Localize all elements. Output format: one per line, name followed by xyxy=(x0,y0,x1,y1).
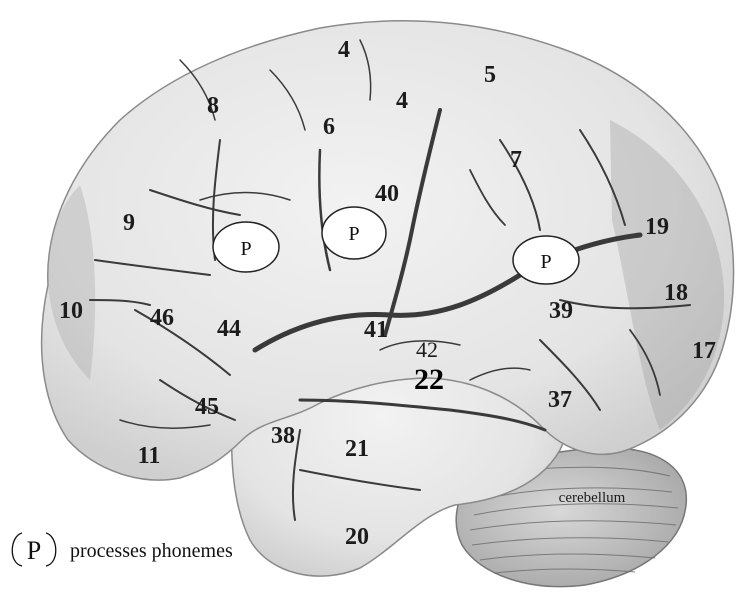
area-label: 11 xyxy=(138,443,161,469)
area-label: 19 xyxy=(645,214,669,240)
area-label: 7 xyxy=(510,147,522,173)
area-label: 8 xyxy=(207,93,219,119)
legend: P processes phonemes xyxy=(12,533,233,566)
phoneme-marker-letter: P xyxy=(348,223,359,245)
cerebellum-label: cerebellum xyxy=(559,490,626,506)
phoneme-marker-letter: P xyxy=(240,238,251,260)
area-label: 5 xyxy=(484,62,496,88)
area-label: 45 xyxy=(195,394,219,420)
area-label: 46 xyxy=(150,305,174,331)
area-label: 10 xyxy=(59,298,83,324)
phoneme-marker-letter: P xyxy=(540,251,551,273)
area-label: 4 xyxy=(338,37,350,63)
legend-symbol-letter: P xyxy=(27,536,41,565)
area-label: 9 xyxy=(123,210,135,236)
legend-symbol: P xyxy=(12,533,56,566)
area-label: 44 xyxy=(217,316,241,342)
phoneme-marker: P xyxy=(513,236,579,284)
area-label: 39 xyxy=(549,298,573,324)
area-label: 38 xyxy=(271,423,295,449)
area-label: 41 xyxy=(364,317,388,343)
area-label: 18 xyxy=(664,280,688,306)
phoneme-marker: P xyxy=(322,207,386,259)
area-label: 37 xyxy=(548,387,572,413)
area-label: 6 xyxy=(323,114,335,140)
area-label: 22 xyxy=(414,363,444,396)
area-label: 40 xyxy=(375,181,399,207)
phoneme-marker: P xyxy=(213,222,279,272)
area-label: 4 xyxy=(396,88,408,114)
legend-text: processes phonemes xyxy=(70,540,233,562)
area-label: 17 xyxy=(692,338,716,364)
area-label: 20 xyxy=(345,524,369,550)
area-label: 21 xyxy=(345,436,369,462)
area-label: 42 xyxy=(416,337,438,362)
